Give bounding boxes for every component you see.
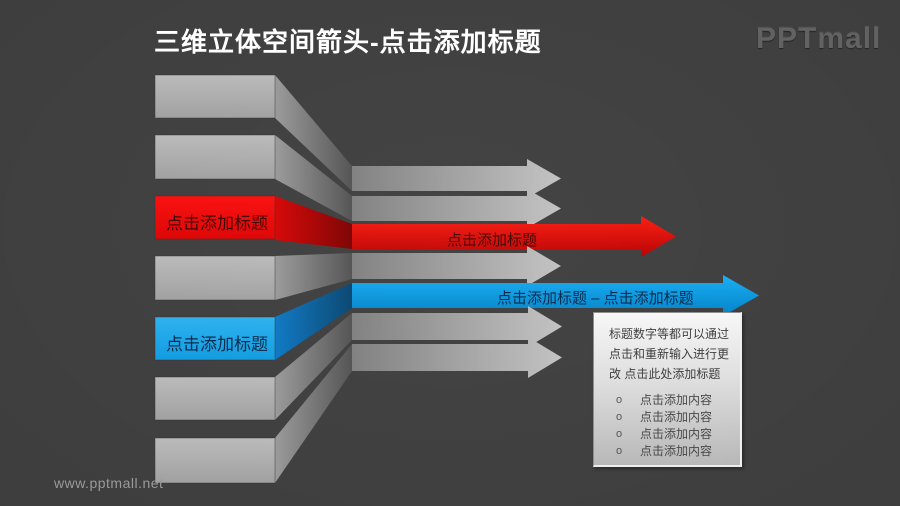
note-paragraph-line: 标题数字等都可以通过 xyxy=(609,327,730,341)
left-box-1 xyxy=(154,74,276,119)
left-box-7 xyxy=(154,437,276,484)
red-box-label[interactable]: 点击添加标题 xyxy=(166,214,268,233)
beam-7 xyxy=(275,344,352,483)
bullet-icon: o xyxy=(616,444,623,457)
blue-box-label[interactable]: 点击添加标题 xyxy=(166,335,268,354)
note-paragraph: 标题数字等都可以通过 点击和重新输入进行更 改 点击此处添加标题 xyxy=(594,313,740,384)
left-box-6 xyxy=(154,376,276,421)
note-bullet-list: o 点击添加内容 o 点击添加内容 o 点击添加内容 o 点击添加内容 xyxy=(594,391,740,459)
beam-3-red xyxy=(275,196,352,249)
left-box-5-blue[interactable] xyxy=(154,316,276,361)
beam-5-blue xyxy=(275,283,352,360)
gray-arrow-3 xyxy=(352,246,561,286)
bullet-label: 点击添加内容 xyxy=(640,393,713,407)
bullet-label: 点击添加内容 xyxy=(640,410,713,424)
bullet-icon: o xyxy=(616,427,623,440)
bullet-icon: o xyxy=(616,410,623,423)
slide-title: 三维立体空间箭头-点击添加标题 xyxy=(154,27,542,57)
list-item[interactable]: o 点击添加内容 xyxy=(594,408,740,425)
blue-arrow[interactable] xyxy=(352,275,759,316)
list-item[interactable]: o 点击添加内容 xyxy=(594,442,740,459)
beam-1 xyxy=(275,75,352,191)
list-item[interactable]: o 点击添加内容 xyxy=(594,425,740,442)
list-item[interactable]: o 点击添加内容 xyxy=(594,391,740,408)
beam-2 xyxy=(275,135,352,221)
gray-arrow-1 xyxy=(352,159,561,198)
bullet-label: 点击添加内容 xyxy=(640,444,713,458)
red-arrow[interactable] xyxy=(352,216,676,257)
left-box-4 xyxy=(154,255,276,301)
bullet-icon: o xyxy=(616,393,623,406)
beam-4 xyxy=(275,253,352,300)
gray-arrow-5 xyxy=(352,337,562,378)
left-box-3-red[interactable] xyxy=(154,195,276,240)
red-arrow-label[interactable]: 点击添加标题 xyxy=(447,232,538,249)
blue-arrow-label[interactable]: 点击添加标题 – 点击添加标题 xyxy=(497,290,694,307)
note-box[interactable]: 标题数字等都可以通过 点击和重新输入进行更 改 点击此处添加标题 o 点击添加内… xyxy=(593,312,742,467)
gray-arrow-4 xyxy=(352,306,562,347)
beam-6 xyxy=(275,313,352,420)
bullet-label: 点击添加内容 xyxy=(640,427,713,441)
note-paragraph-line: 改 点击此处添加标题 xyxy=(609,367,721,381)
pptmall-logo: PPTmall xyxy=(756,22,882,55)
left-box-2 xyxy=(154,134,276,180)
gray-arrow-2 xyxy=(352,189,561,228)
note-paragraph-line: 点击和重新输入进行更 xyxy=(609,347,730,361)
watermark: www.pptmall.net xyxy=(54,475,164,491)
